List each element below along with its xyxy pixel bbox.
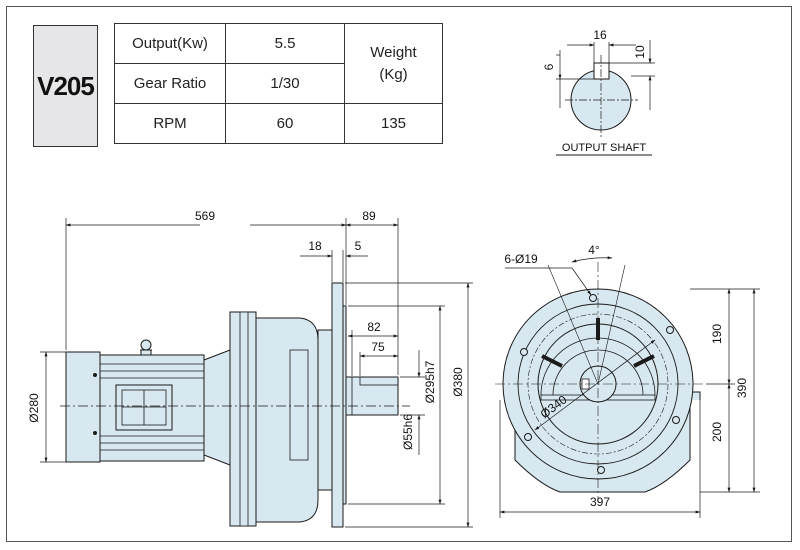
bolt-angle-label: 4°: [588, 243, 600, 257]
total-height-label: 390: [735, 378, 749, 398]
height-lower-label: 200: [710, 422, 724, 442]
height-upper-label: 190: [710, 324, 724, 344]
weight-label-line1: Weight: [370, 43, 417, 61]
weight-label: Weight (Kg): [344, 23, 443, 104]
output-label: Output(Kw): [114, 23, 226, 64]
key-height-label: 10: [633, 45, 647, 59]
table-row: Output(Kw) 5.5 Weight (Kg): [114, 23, 443, 104]
motor-fan-cover: [65, 351, 101, 463]
spigot-diameter-label: Ø295h7: [423, 360, 437, 403]
gearbox-neck: [317, 329, 333, 491]
model-label: V205: [37, 70, 95, 101]
overall-length-label: 569: [195, 209, 215, 223]
bolt-holes: [520, 294, 680, 474]
output-flange: [331, 282, 344, 528]
key-width-label: 16: [593, 28, 607, 42]
motor-adapter: [203, 349, 231, 466]
table-row: Gear Ratio 1/30: [114, 63, 443, 104]
motor-diameter-label: Ø280: [27, 393, 41, 423]
shaft-length-label: 89: [362, 209, 376, 223]
gear-housing: [255, 317, 319, 523]
eye-bolt: [140, 339, 152, 351]
flange-diameter-label: Ø380: [451, 367, 465, 397]
shaft-diameter-label: Ø55h6: [401, 414, 415, 450]
model-label-box: V205: [33, 25, 98, 147]
output-value: 5.5: [225, 23, 345, 64]
key-length-inner-label: 75: [371, 340, 385, 354]
width-label: 397: [590, 495, 610, 509]
drawing-frame: [6, 6, 792, 542]
flange-spigot-label: 5: [355, 239, 362, 253]
spec-table: Output(Kw) 5.5 Weight (Kg) Gear Ratio 1/…: [114, 23, 443, 144]
flange-thickness-label: 18: [308, 239, 322, 253]
shaft-keyway: [593, 62, 610, 80]
output-shaft-detail: [556, 40, 655, 156]
output-shaft-label: OUTPUT SHAFT: [562, 142, 646, 154]
key-depth-label: 6: [542, 63, 556, 70]
side-view: [60, 282, 410, 528]
gear-ratio-value: 1/30: [225, 63, 345, 104]
output-shaft: [345, 376, 399, 416]
weight-value: 135: [344, 103, 443, 144]
table-row: RPM 60 135: [114, 103, 443, 144]
key-length-outer-label: 82: [367, 320, 381, 334]
weight-label-line2: (Kg): [379, 65, 408, 83]
bolt-holes-label: 6-Ø19: [504, 252, 538, 266]
